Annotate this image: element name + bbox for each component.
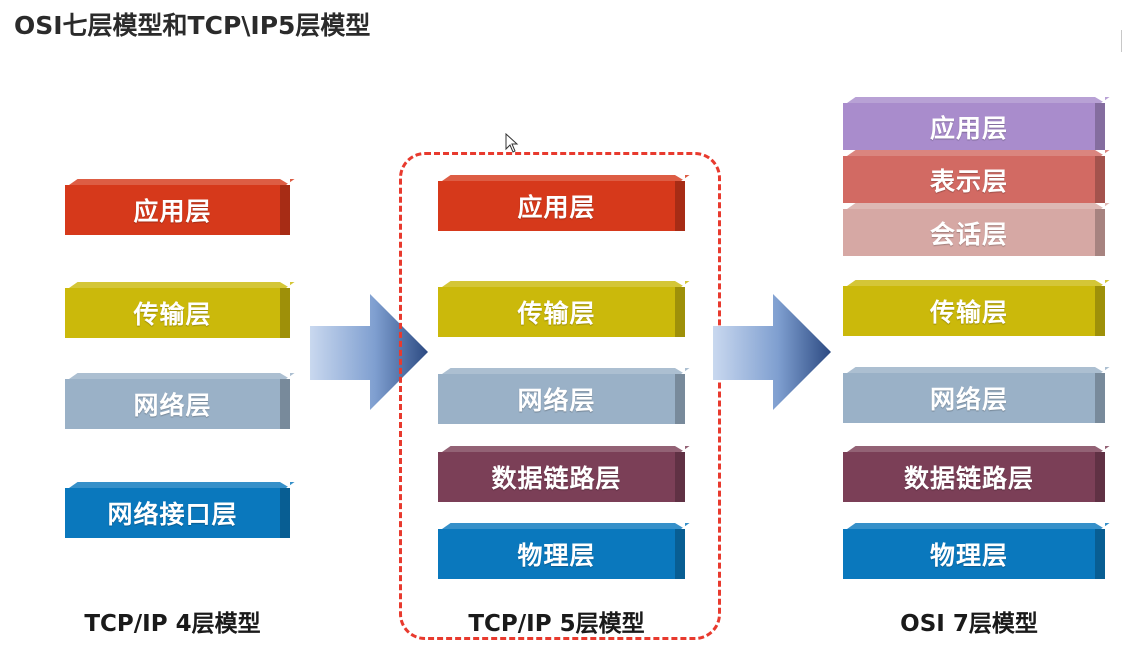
osi7-model-label: OSI 7层模型 — [900, 611, 1038, 637]
tcpip4-model-label: TCP/IP 4层模型 — [84, 611, 261, 637]
osi7-layer-presentation: 表示层 — [843, 150, 1110, 203]
osi7-layer-physical: 物理层 — [843, 523, 1110, 579]
layer-label: 传输层 — [65, 288, 280, 338]
layer-label: 网络层 — [438, 374, 675, 424]
layer-label: 应用层 — [843, 103, 1095, 150]
tcpip5-layer-physical: 物理层 — [438, 523, 690, 579]
tcpip5-highlight-box — [399, 152, 721, 640]
layer-label: 应用层 — [65, 185, 280, 235]
layer-label: 物理层 — [843, 529, 1095, 579]
tcpip5-model-label: TCP/IP 5层模型 — [468, 611, 645, 637]
layer-label: 数据链路层 — [843, 452, 1095, 502]
layer-label: 传输层 — [438, 287, 675, 337]
osi7-layer-session: 会话层 — [843, 203, 1110, 256]
tcpip4-layer-network: 网络层 — [65, 373, 295, 429]
mouse-cursor-icon — [505, 133, 519, 153]
tcpip4-layer-application: 应用层 — [65, 179, 295, 235]
right-arrow-icon — [713, 294, 831, 410]
layer-label: 表示层 — [843, 156, 1095, 203]
page-title: OSI七层模型和TCP\IP5层模型 — [14, 11, 371, 40]
layer-label: 数据链路层 — [438, 452, 675, 502]
tcpip4-layer-network-interface: 网络接口层 — [65, 482, 295, 538]
osi7-layer-network: 网络层 — [843, 367, 1110, 423]
tcpip5-layer-datalink: 数据链路层 — [438, 446, 690, 502]
tcpip5-layer-network: 网络层 — [438, 368, 690, 424]
osi7-layer-transport: 传输层 — [843, 280, 1110, 336]
layer-label: 网络层 — [65, 379, 280, 429]
osi7-layer-application: 应用层 — [843, 97, 1110, 150]
right-arrow-icon — [310, 294, 428, 410]
tcpip5-layer-application: 应用层 — [438, 175, 690, 231]
layer-label: 应用层 — [438, 181, 675, 231]
tcpip4-layer-transport: 传输层 — [65, 282, 295, 338]
layer-label: 传输层 — [843, 286, 1095, 336]
osi7-layer-datalink: 数据链路层 — [843, 446, 1110, 502]
layer-label: 物理层 — [438, 529, 675, 579]
window-edge-divider — [1121, 30, 1122, 52]
tcpip5-layer-transport: 传输层 — [438, 281, 690, 337]
layer-label: 网络接口层 — [65, 488, 280, 538]
layer-label: 会话层 — [843, 209, 1095, 256]
layer-label: 网络层 — [843, 373, 1095, 423]
